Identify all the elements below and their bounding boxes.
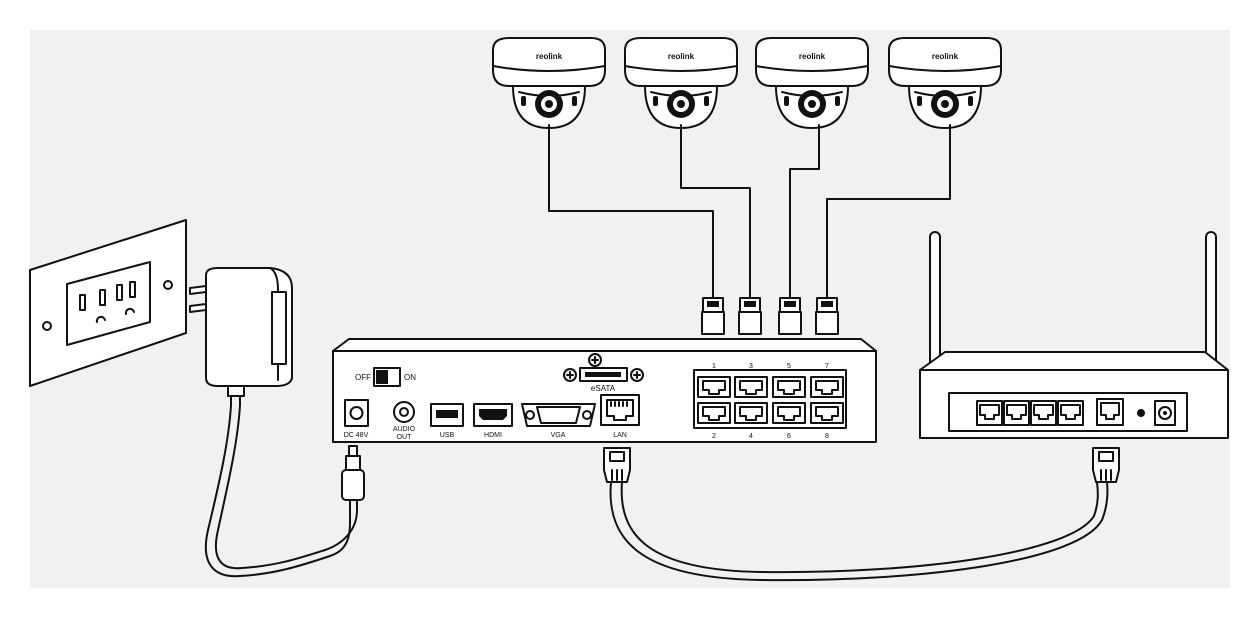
audio-out-port: AUDIO OUT bbox=[393, 401, 416, 441]
dome-camera-icon: reolink bbox=[755, 37, 869, 129]
dome-camera-icon: reolink bbox=[888, 37, 1002, 129]
nvr-device: OFF ON eSATA DC 48V AUDIO OUT bbox=[332, 338, 877, 443]
poe-port bbox=[697, 376, 731, 398]
poe-label: 6 bbox=[787, 433, 791, 440]
usb-label: USB bbox=[440, 432, 455, 439]
poe-label: 4 bbox=[749, 433, 753, 440]
dc-power-jack: DC 48V bbox=[344, 399, 369, 439]
camera-brand-label: reolink bbox=[668, 52, 695, 61]
usb-port: USB bbox=[430, 403, 464, 439]
vga-port: VGA bbox=[521, 403, 596, 439]
poe-bottom-labels: 2 4 6 8 bbox=[712, 433, 829, 440]
audio-label-line2: OUT bbox=[397, 434, 413, 441]
poe-label: 1 bbox=[712, 363, 716, 370]
ethernet-plug-icon bbox=[603, 447, 631, 483]
esata-port: eSATA bbox=[563, 353, 644, 393]
power-adapter-icon bbox=[189, 267, 293, 406]
wall-outlet-icon bbox=[29, 219, 187, 387]
router-reset-button bbox=[1137, 409, 1145, 417]
poe-port bbox=[810, 376, 844, 398]
dome-camera-icon: reolink bbox=[624, 37, 738, 129]
power-cable bbox=[204, 404, 365, 578]
vga-label: VGA bbox=[551, 432, 566, 439]
lan-port: LAN bbox=[600, 394, 640, 439]
dc-label: DC 48V bbox=[344, 432, 369, 439]
poe-port-block: 1 3 5 7 2 4 6 8 bbox=[693, 363, 847, 440]
audio-label-line1: AUDIO bbox=[393, 426, 416, 433]
router-port bbox=[1030, 400, 1057, 426]
dome-camera-icon: reolink bbox=[492, 37, 606, 129]
poe-ports bbox=[697, 376, 844, 424]
poe-port bbox=[734, 376, 768, 398]
poe-label: 3 bbox=[749, 363, 753, 370]
camera-brand-label: reolink bbox=[799, 52, 826, 61]
switch-on-label: ON bbox=[404, 373, 416, 382]
ethernet-plug-icon bbox=[701, 297, 725, 335]
switch-off-label: OFF bbox=[355, 373, 371, 382]
lan-cable bbox=[603, 447, 1120, 582]
hdmi-port: HDMI bbox=[473, 403, 513, 439]
poe-label: 7 bbox=[825, 363, 829, 370]
poe-port bbox=[772, 402, 806, 424]
ethernet-plug-icon bbox=[738, 297, 762, 335]
esata-label: eSATA bbox=[591, 384, 616, 393]
router-port bbox=[1057, 400, 1084, 426]
camera-brand-label: reolink bbox=[932, 52, 959, 61]
camera-ethernet-plugs bbox=[701, 297, 839, 335]
poe-port bbox=[697, 402, 731, 424]
camera-brand-label: reolink bbox=[536, 52, 563, 61]
poe-label: 2 bbox=[712, 433, 716, 440]
power-switch: OFF ON bbox=[355, 367, 416, 387]
camera-cables bbox=[548, 124, 951, 301]
poe-port bbox=[772, 376, 806, 398]
hdmi-label: HDMI bbox=[484, 432, 502, 439]
ethernet-plug-icon bbox=[1092, 447, 1120, 483]
router-lan-ports bbox=[976, 400, 1084, 426]
lan-label: LAN bbox=[613, 432, 627, 439]
poe-label: 5 bbox=[787, 363, 791, 370]
ethernet-plug-icon bbox=[778, 297, 802, 335]
ethernet-plug-icon bbox=[815, 297, 839, 335]
poe-port bbox=[734, 402, 768, 424]
poe-label: 8 bbox=[825, 433, 829, 440]
router-icon bbox=[919, 231, 1229, 439]
poe-top-labels: 1 3 5 7 bbox=[712, 363, 829, 370]
poe-port bbox=[810, 402, 844, 424]
cameras: reolink reolink reolink reolink bbox=[492, 37, 1002, 129]
router-port bbox=[1003, 400, 1030, 426]
router-port bbox=[976, 400, 1003, 426]
